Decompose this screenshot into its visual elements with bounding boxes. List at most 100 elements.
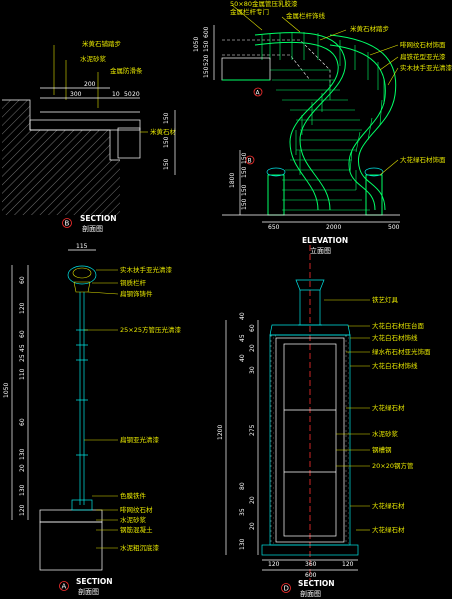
note-elev-3: 米黄石材踏步 <box>350 24 390 33</box>
elevation-cut-marker-a <box>253 87 263 97</box>
section-b-riser <box>117 127 141 159</box>
section-a-view: 115 1050 60 120 60 45 25 110 60 130 20 1… <box>3 243 181 596</box>
note-a-0: 实木扶手亚光清漆 <box>120 265 173 274</box>
dim-elev-l-9: 150 <box>241 198 248 210</box>
dim-a-4: 25 <box>19 354 26 362</box>
note-elev-2: 金属栏杆饰线 <box>286 11 326 20</box>
dim-d-b-1: 360 <box>305 561 317 568</box>
note-d-8: 20×20钢方管 <box>372 461 414 470</box>
newel-cap-right <box>364 167 384 177</box>
note-b-0: 米黄石铺踏步 <box>82 39 122 48</box>
section-b-title: SECTION <box>80 214 117 223</box>
section-a-width-dim: 115 <box>76 243 88 250</box>
note-d-3: 绿水布石材亚光饰面 <box>372 347 431 356</box>
note-a-9: 水泥粗沉底漆 <box>120 543 160 552</box>
dim-d-b-2: 120 <box>342 561 354 568</box>
dim-a-7: 130 <box>19 448 26 460</box>
note-d-10: 大花绿石材 <box>372 525 405 534</box>
note-a-6: 啡网纹石材 <box>120 505 153 514</box>
dim-elev-l-0: 1050 <box>193 37 200 52</box>
elevation-rail-inner-2 <box>254 41 339 211</box>
dim-b-4: 20 <box>132 91 140 98</box>
dim-a-3: 45 <box>19 344 26 352</box>
dim-d-l-9: 20 <box>249 496 256 504</box>
note-d-7: 钢槽钢 <box>372 445 392 454</box>
dim-b-1: 300 <box>70 91 82 98</box>
section-d-marker-circle <box>281 583 291 593</box>
note-a-1: 铜质栏杆 <box>120 278 147 287</box>
section-b-view: 米黄石铺踏步 水泥砂浆 金属防滑条 米黄石材 200 300 10 50 20 … <box>2 39 177 233</box>
elevation-subtitle: 立面图 <box>310 246 331 255</box>
dim-d-l-5: 30 <box>249 366 256 374</box>
dim-d-l-2: 45 <box>239 334 246 342</box>
dim-elev-b-1: 2000 <box>326 224 341 231</box>
dim-d-l-0: 40 <box>239 312 246 320</box>
newel-base <box>261 544 359 556</box>
dim-a-6: 60 <box>19 418 26 426</box>
section-a-concrete <box>39 521 103 571</box>
dim-a-10: 120 <box>19 504 26 516</box>
note-b-1: 水泥砂浆 <box>80 54 107 63</box>
section-a-subtitle: 剖面图 <box>78 587 99 596</box>
dim-b-2: 10 <box>112 91 120 98</box>
note-a-2: 扁钢饰铸件 <box>120 289 153 298</box>
dim-elev-l-1: 600 <box>203 26 210 38</box>
note-d-1: 大花白石材压台面 <box>372 321 425 330</box>
dim-elev-l-5: 150 <box>241 152 248 164</box>
note-d-0: 铁艺灯具 <box>372 295 399 304</box>
svg-text:B: B <box>248 158 252 165</box>
newel-cap-left <box>266 167 286 177</box>
section-a-total: 1050 <box>3 383 10 398</box>
handrail-cap <box>67 265 97 285</box>
section-d-subtitle: 剖面图 <box>300 589 321 598</box>
dim-b-0: 200 <box>84 81 96 88</box>
dim-a-5: 110 <box>19 368 26 380</box>
dim-b-7: 150 <box>163 158 170 170</box>
note-d-6: 水泥砂浆 <box>372 429 399 438</box>
section-a-base-stone <box>39 509 103 523</box>
dim-b-5: 150 <box>163 112 170 124</box>
dim-a-8: 20 <box>19 464 26 472</box>
section-a-marker: A <box>62 583 67 591</box>
elevation-rail-inner <box>254 32 346 211</box>
newel-panel <box>283 343 337 537</box>
dim-b-6: 150 <box>163 136 170 148</box>
dim-d-l-6: 275 <box>249 424 256 436</box>
section-a-title: SECTION <box>76 577 113 586</box>
note-elev-7: 大花绿石材饰面 <box>400 155 446 164</box>
section-d-marker: D <box>284 585 289 593</box>
dim-elev-l-3: 520 <box>203 54 210 66</box>
dim-d-l-10: 35 <box>239 508 246 516</box>
note-a-4: 扁钢亚光清漆 <box>120 435 160 444</box>
note-a-8: 钢筋混凝土 <box>120 525 153 534</box>
dim-d-l-12: 130 <box>239 538 246 550</box>
note-elev-0: 50×80金属管压乳胶漆 <box>230 0 298 8</box>
svg-text:A: A <box>256 90 261 97</box>
dim-elev-l-6: 150 <box>241 166 248 178</box>
section-b-marker: B <box>65 220 70 228</box>
note-a-3: 25×25方管压光清漆 <box>120 325 181 334</box>
dim-d-l-1: 60 <box>249 324 256 332</box>
elevation-steps <box>270 69 370 211</box>
dim-d-total: 600 <box>305 572 317 579</box>
elevation-upper-dashed <box>222 39 331 90</box>
elevation-balusters-inner <box>295 82 331 175</box>
dim-b-3: 50 <box>124 91 132 98</box>
dim-a-0: 60 <box>19 276 26 284</box>
dim-elev-l-4: 150 <box>203 66 210 78</box>
elevation-title: ELEVATION <box>302 236 348 245</box>
note-a-5: 色膜铁件 <box>120 491 147 500</box>
dim-a-1: 120 <box>19 302 26 314</box>
baluster-foot <box>71 499 93 511</box>
dim-elev-l-7: 1800 <box>229 173 236 188</box>
note-b-3: 米黄石材 <box>150 127 177 136</box>
note-b-2: 金属防滑条 <box>110 66 143 75</box>
section-d-view: 1200 40 60 45 20 40 30 275 80 20 35 20 1… <box>217 245 431 598</box>
section-d-title: SECTION <box>298 579 335 588</box>
note-d-2: 大花白石材饰线 <box>372 333 418 342</box>
dim-elev-l-8: 150 <box>241 184 248 196</box>
dim-d-l-8: 80 <box>239 482 246 490</box>
note-d-4: 大花白石材饰线 <box>372 361 418 370</box>
newel-post-left <box>267 174 285 216</box>
